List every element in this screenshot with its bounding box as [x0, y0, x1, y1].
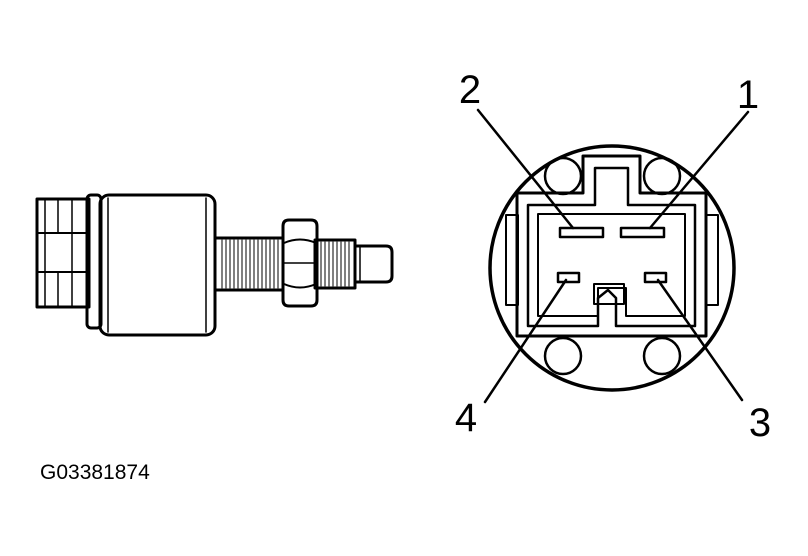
pin-label-1: 1: [737, 73, 759, 117]
connector-housing-outline: [515, 154, 708, 338]
switch-threaded-shaft: [213, 236, 357, 292]
switch-connector-plug: [35, 197, 91, 309]
side-guide-right: [705, 214, 719, 306]
connector-inner-cavity: [526, 166, 697, 328]
pin-label-2: 2: [459, 68, 481, 112]
connector-face-view: 2 1 4 3: [455, 68, 771, 445]
pin-terminal-1: [619, 226, 666, 239]
mounting-hole-top-left: [543, 156, 583, 196]
pin-terminal-4: [556, 271, 581, 284]
leader-line-pin-2: [476, 108, 575, 230]
pin-label-4: 4: [455, 396, 477, 440]
mounting-hole-bottom-right: [642, 336, 682, 376]
leader-line-pin-4: [483, 278, 568, 404]
leader-line-pin-3: [656, 278, 744, 402]
switch-body: [98, 193, 217, 337]
switch-hex-nut: [281, 218, 319, 308]
leader-line-pin-1: [648, 110, 750, 230]
figure-id: G03381874: [40, 461, 150, 484]
pin-terminal-2: [558, 226, 605, 239]
switch-plunger: [353, 244, 394, 284]
pin-terminal-3: [643, 271, 668, 284]
pin-label-3: 3: [749, 401, 771, 445]
connector-outer-ring: [488, 144, 736, 392]
mounting-hole-top-right: [642, 156, 682, 196]
connector-key-slot: [593, 283, 625, 305]
mounting-hole-bottom-left: [543, 336, 583, 376]
switch-side-view: [35, 193, 394, 337]
connector-inner-frame: [537, 213, 686, 317]
